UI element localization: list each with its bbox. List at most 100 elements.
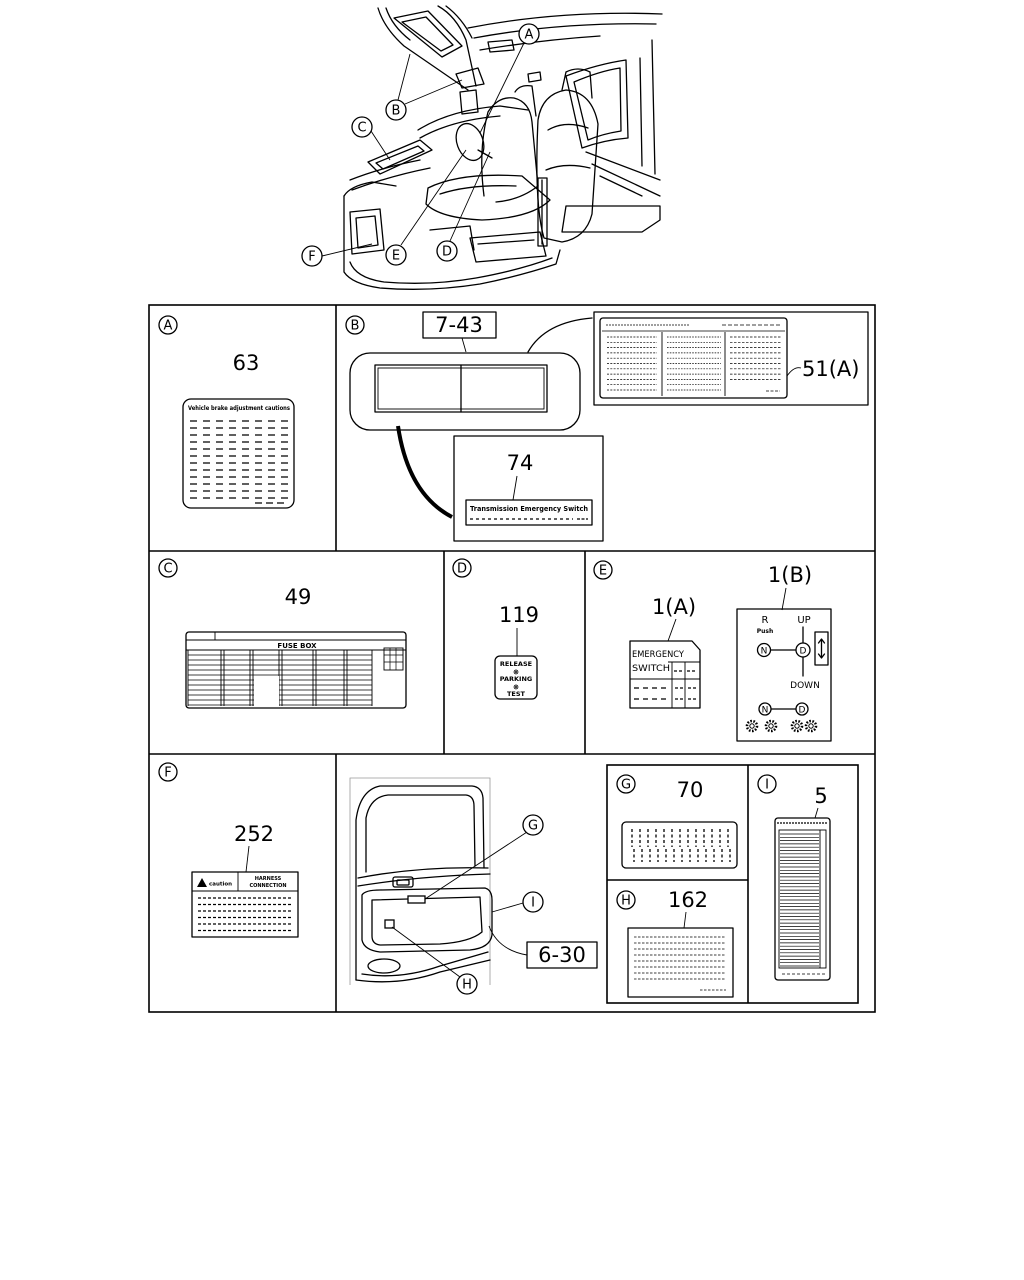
gear-icon-hub	[768, 723, 774, 729]
panel-b-callout: B	[345, 315, 365, 335]
panel-e-callout-letter: E	[599, 564, 607, 579]
overview-callout-c-letter: C	[357, 121, 366, 136]
label-252-title-2: CONNECTION	[249, 883, 286, 889]
overview-leader-lines	[321, 42, 525, 257]
panel-g-callout: G	[616, 774, 636, 794]
part-number-5: 5	[814, 784, 827, 808]
label-119-line-release: RELEASE	[500, 660, 532, 668]
label-74-title: Transmission Emergency Switch	[470, 505, 588, 513]
panel-d-callout: D	[452, 558, 472, 578]
panel-i-callout-letter: I	[765, 778, 769, 793]
door-callout-i: I	[522, 891, 544, 913]
label-49	[185, 631, 407, 709]
label-1a-line-switch: SWITCH	[632, 664, 670, 674]
panel-d-callout-letter: D	[457, 562, 467, 577]
rear-window	[565, 59, 629, 149]
panel-d: D 119 RELEASE PARKING TEST	[452, 558, 539, 700]
door-label-h-position	[384, 919, 395, 929]
panel-h-callout-letter: H	[621, 894, 631, 909]
visor-to-label-74-leader	[396, 425, 453, 519]
panel-b: B 7-43 51(A) 74 Transmission Emergency S…	[345, 311, 869, 542]
label-1a-line-emergency: EMERGENCY	[632, 650, 684, 660]
label-51a	[599, 317, 788, 399]
overview-callout-f-letter: F	[308, 250, 315, 265]
cab-interior-illustration	[343, 5, 663, 290]
part-number-49: 49	[285, 585, 312, 609]
label-1b-gear-n-lower: N	[758, 702, 772, 716]
label-252-caution: caution	[209, 882, 232, 888]
label-74	[465, 499, 593, 526]
part-number-74: 74	[507, 451, 534, 475]
label-1b-d-lower: D	[799, 706, 806, 716]
ref-box-6-30	[526, 941, 598, 969]
panel-a-callout: A	[158, 315, 178, 335]
overview-callout-c: C	[351, 116, 373, 138]
label-63-title: Vehicle brake adjustment cautions	[188, 404, 290, 412]
label-5-table	[778, 829, 827, 969]
door-label-g-position	[407, 895, 426, 904]
door-callout-g-letter: G	[528, 819, 538, 834]
ref-box-7-43	[422, 311, 497, 339]
label-1b-push: Push	[757, 628, 774, 635]
overview-callout-a-letter: A	[525, 28, 534, 43]
overview-callout-e-letter: E	[392, 249, 400, 264]
part-number-1b: 1(B)	[768, 563, 812, 587]
label-1b-r: R	[762, 615, 769, 626]
panel-f-callout: F	[158, 762, 178, 782]
label-162-body	[634, 936, 726, 991]
overview-callout-d-letter: D	[442, 245, 452, 260]
label-1b-gear-d-lower: D	[795, 702, 809, 716]
label-5	[774, 817, 831, 981]
part-number-51a: 51(A)	[802, 357, 859, 381]
label-1b-gear-icons	[745, 719, 818, 733]
panel-c: C 49 FUSE BOX	[158, 558, 407, 709]
rear-view-mirror	[487, 39, 515, 53]
panel-e-callout: E	[593, 560, 613, 580]
panel-a-callout-letter: A	[164, 319, 173, 334]
part-number-162: 162	[668, 888, 708, 912]
label-49-fuse-grid	[186, 647, 406, 707]
label-1b	[736, 608, 832, 742]
panel-door: G I H 6-30 G 70 H 162 I 5	[349, 764, 859, 1004]
gear-icon-hub	[749, 723, 755, 729]
panel-g-callout-letter: G	[621, 778, 631, 793]
part-number-63: 63	[233, 351, 260, 375]
detail-grid-frame	[148, 304, 876, 1013]
label-74-box	[453, 435, 604, 542]
label-252-title-1: HARNESS	[255, 876, 282, 882]
label-70	[621, 821, 738, 869]
label-70-body	[631, 829, 731, 862]
overview-callout-a: A	[518, 23, 540, 45]
panel-h: H 162	[616, 888, 734, 998]
door-pocket	[349, 208, 385, 255]
label-1a-body	[630, 661, 700, 708]
panel-c-callout-letter: C	[163, 562, 172, 577]
label-252	[191, 871, 299, 938]
label-119-symbol	[513, 669, 519, 675]
label-1b-d-upper: D	[800, 647, 807, 657]
door-callout-g: G	[522, 814, 544, 836]
overview-callout-b: B	[385, 99, 407, 121]
door-speaker	[367, 958, 401, 974]
label-1b-n-lower: N	[762, 706, 769, 716]
part-number-1a: 1(A)	[652, 595, 696, 619]
label-162	[627, 927, 734, 998]
panel-f: F 252 caution HARNESS CONNECTION	[158, 762, 299, 938]
ref-6-30: 6-30	[538, 943, 586, 967]
panel-g: G 70	[616, 774, 738, 869]
door-inner-handle	[392, 876, 414, 888]
gear-icon	[804, 719, 818, 733]
panel-h-callout: H	[616, 890, 636, 910]
sun-visor-detail	[349, 352, 581, 431]
panel-i: I 5	[757, 774, 831, 981]
label-119-line-parking: PARKING	[500, 675, 532, 683]
sun-visor	[393, 10, 463, 58]
part-number-70: 70	[677, 778, 704, 802]
gear-icon-hub	[794, 723, 800, 729]
ref-7-43: 7-43	[435, 313, 483, 337]
warning-triangle-icon	[197, 878, 207, 887]
label-1b-n-upper: N	[761, 647, 768, 657]
gear-icon	[790, 719, 804, 733]
label-1b-gear-n: N	[756, 642, 772, 658]
